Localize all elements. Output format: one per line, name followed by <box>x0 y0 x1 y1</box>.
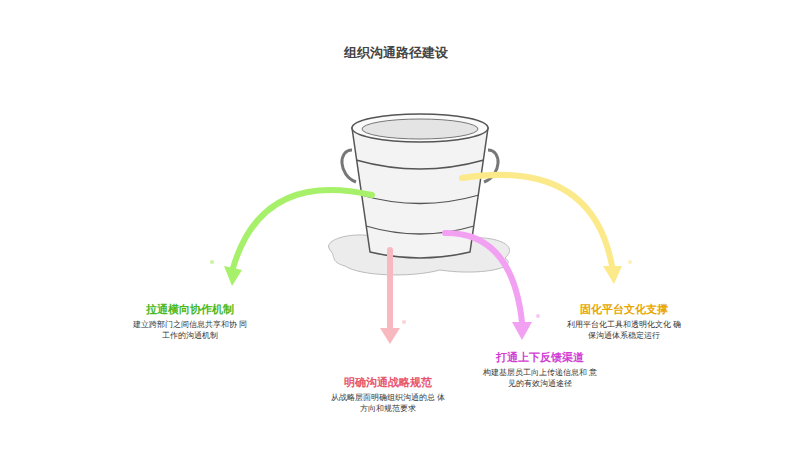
bucket-band <box>356 160 484 169</box>
arrow-head <box>380 328 400 344</box>
item-heading: 明确沟通战略规范 <box>313 375 463 389</box>
arrow-head <box>224 266 242 286</box>
bucket-band <box>361 195 479 204</box>
item-description: 从战略层面明确组织沟通的总 体方向和规范要求 <box>327 392 449 414</box>
topic-item: 打通上下反馈渠道构建基层员工向上传递信息和 意见的有效沟通途径 <box>465 350 615 389</box>
bucket-rim <box>352 114 488 142</box>
topic-item: 固化平台文化支撑利用平台化工具和透明化文化 确保沟通体系稳定运行 <box>549 302 699 341</box>
flow-arrow <box>462 175 612 266</box>
item-description: 利用平台化工具和透明化文化 确保沟通体系稳定运行 <box>563 319 685 341</box>
arrow-head <box>603 266 622 284</box>
item-heading: 固化平台文化支撑 <box>549 302 699 316</box>
splash-dot <box>402 320 406 324</box>
item-heading: 打通上下反馈渠道 <box>465 350 615 364</box>
flow-arrow <box>445 233 522 322</box>
flow-arrow <box>387 250 393 328</box>
bucket-handle <box>342 150 356 182</box>
diagram-title: 组织沟通路径建设 <box>0 44 792 62</box>
bucket-inside <box>362 119 478 139</box>
splash-dot <box>536 314 540 318</box>
splash-dot <box>628 260 632 264</box>
item-description: 建立跨部门之间信息共享和协 同工作的沟通机制 <box>129 319 251 341</box>
topic-item: 拉通横向协作机制建立跨部门之间信息共享和协 同工作的沟通机制 <box>115 302 265 341</box>
splash-dot <box>210 260 214 264</box>
item-description: 构建基层员工向上传递信息和 意见的有效沟通途径 <box>479 367 601 389</box>
arrow-head <box>512 322 532 340</box>
topic-item: 明确沟通战略规范从战略层面明确组织沟通的总 体方向和规范要求 <box>313 375 463 414</box>
flow-arrow <box>233 190 372 268</box>
item-heading: 拉通横向协作机制 <box>115 302 265 316</box>
